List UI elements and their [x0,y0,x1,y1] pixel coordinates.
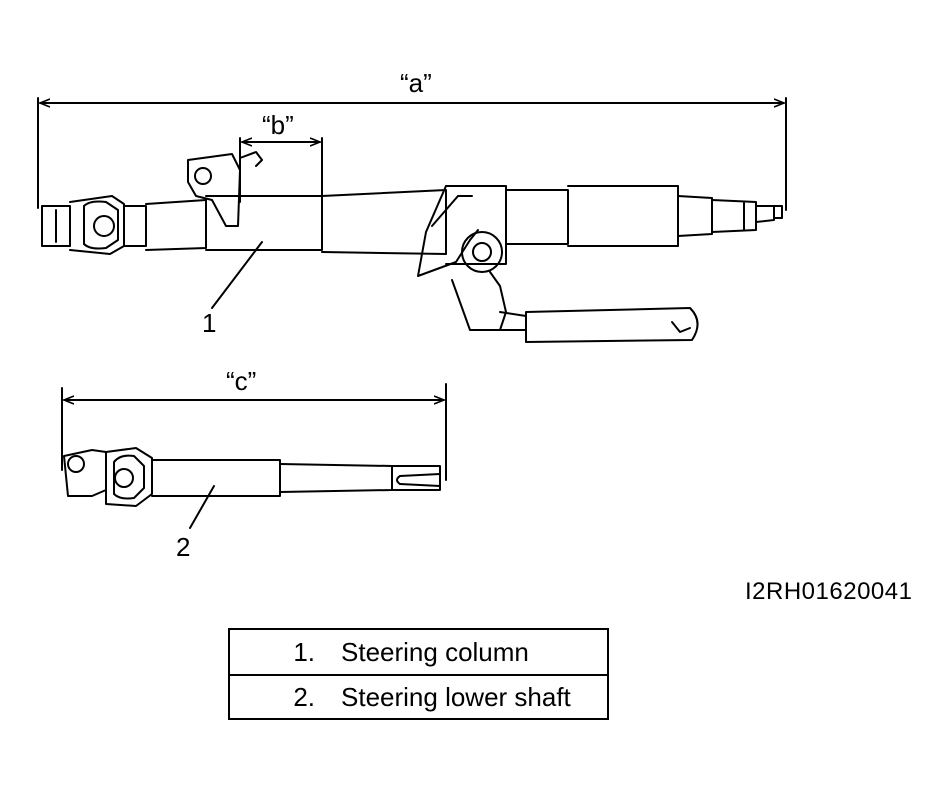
dimension-a-label: “a” [400,68,432,98]
dimension-c-label: “c” [226,366,256,396]
steering-lower-shaft [63,447,441,507]
dimension-c [61,383,447,481]
dimension-b-label: “b” [262,110,294,140]
callout-line-2 [189,485,215,529]
legend-text: Steering column [341,636,529,667]
legend-number: 2. [293,681,315,712]
legend-row: 2. Steering lower shaft [230,674,607,718]
dimension-b [239,137,323,203]
callout-number-2: 2 [176,532,190,562]
legend-row: 1. Steering column [230,630,607,674]
callout-line-1 [211,241,263,309]
legend-number: 1. [293,636,315,667]
legend-text: Steering lower shaft [341,681,571,712]
dimension-a [37,97,787,211]
callout-number-1: 1 [202,308,216,338]
legend-table: 1. Steering column 2. Steering lower sha… [228,628,609,720]
figure-code: I2RH01620041 [745,578,913,605]
steering-column [41,151,783,343]
